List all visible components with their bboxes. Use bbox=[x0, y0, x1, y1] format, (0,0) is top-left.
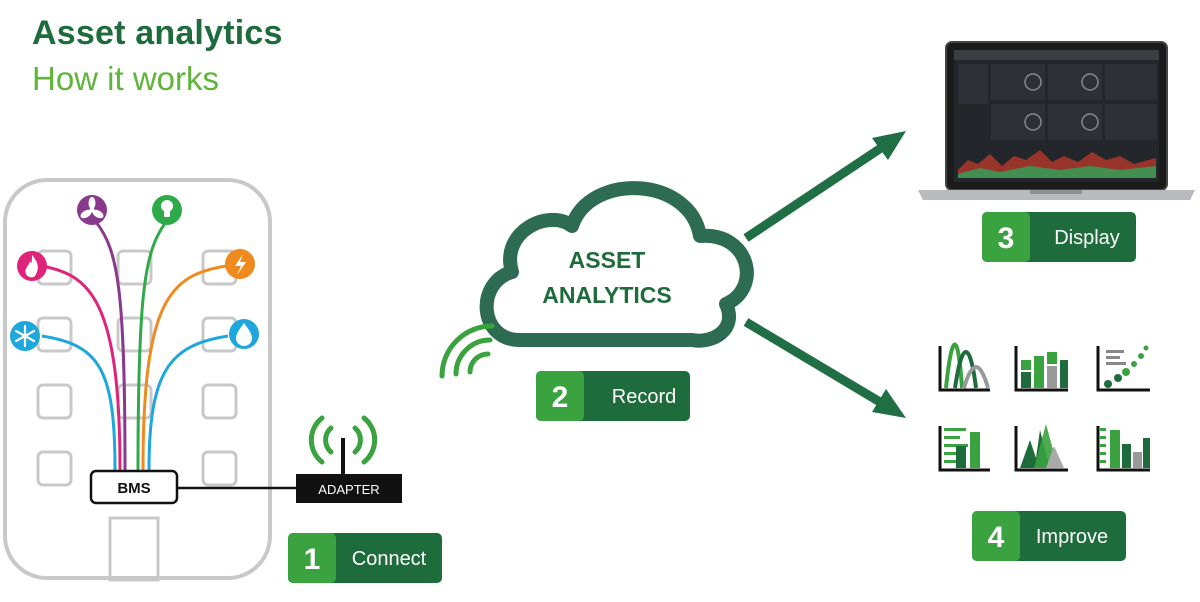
page-title: Asset analytics bbox=[32, 14, 283, 52]
lightbulb-icon bbox=[152, 195, 182, 225]
step-3-number: 3 bbox=[998, 222, 1015, 255]
peak-chart-icon bbox=[1014, 424, 1068, 472]
laptop bbox=[918, 41, 1195, 200]
bar-chart-icon bbox=[938, 426, 990, 472]
arrow-to-improve bbox=[743, 318, 906, 418]
water-drop-icon bbox=[229, 319, 259, 349]
cloud-label-line1: ASSET bbox=[569, 247, 646, 273]
step-4-number: 4 bbox=[988, 521, 1005, 554]
adapter-signal-icon bbox=[308, 415, 378, 465]
flame-icon bbox=[17, 251, 47, 281]
sensor-cables bbox=[41, 221, 229, 471]
stacked-bar-icon bbox=[1014, 346, 1068, 392]
adapter-label: ADAPTER bbox=[318, 482, 379, 497]
cloud-signal-icon bbox=[439, 323, 495, 379]
cloud: ASSET ANALYTICS bbox=[439, 181, 754, 379]
building-windows bbox=[36, 249, 238, 487]
step-2-badge: 2 Record bbox=[536, 371, 690, 421]
step-1-badge: 1 Connect bbox=[288, 533, 442, 583]
arrow-to-display bbox=[743, 131, 906, 242]
step-3-label: Display bbox=[1054, 227, 1120, 249]
bms-label: BMS bbox=[117, 480, 150, 497]
column-chart-icon bbox=[1096, 426, 1150, 472]
step-2-label: Record bbox=[612, 386, 676, 408]
cloud-label-line2: ANALYTICS bbox=[542, 282, 672, 308]
snowflake-icon bbox=[10, 321, 40, 351]
step-2-number: 2 bbox=[552, 381, 569, 414]
step-3-badge: 3 Display bbox=[982, 212, 1136, 262]
building-door bbox=[108, 516, 160, 582]
building: BMS bbox=[3, 178, 296, 582]
scatter-chart-icon bbox=[1096, 345, 1150, 392]
bms-box: BMS bbox=[89, 469, 179, 505]
fan-icon bbox=[77, 195, 107, 225]
step-1-number: 1 bbox=[304, 543, 321, 576]
electricity-icon bbox=[225, 249, 255, 279]
adapter: ADAPTER bbox=[296, 415, 402, 503]
step-4-badge: 4 Improve bbox=[972, 511, 1126, 561]
page-subtitle: How it works bbox=[32, 60, 220, 97]
chart-icons bbox=[938, 342, 1150, 472]
step-1-label: Connect bbox=[352, 548, 427, 570]
step-4-label: Improve bbox=[1036, 526, 1108, 548]
curve-chart-icon bbox=[938, 342, 990, 392]
